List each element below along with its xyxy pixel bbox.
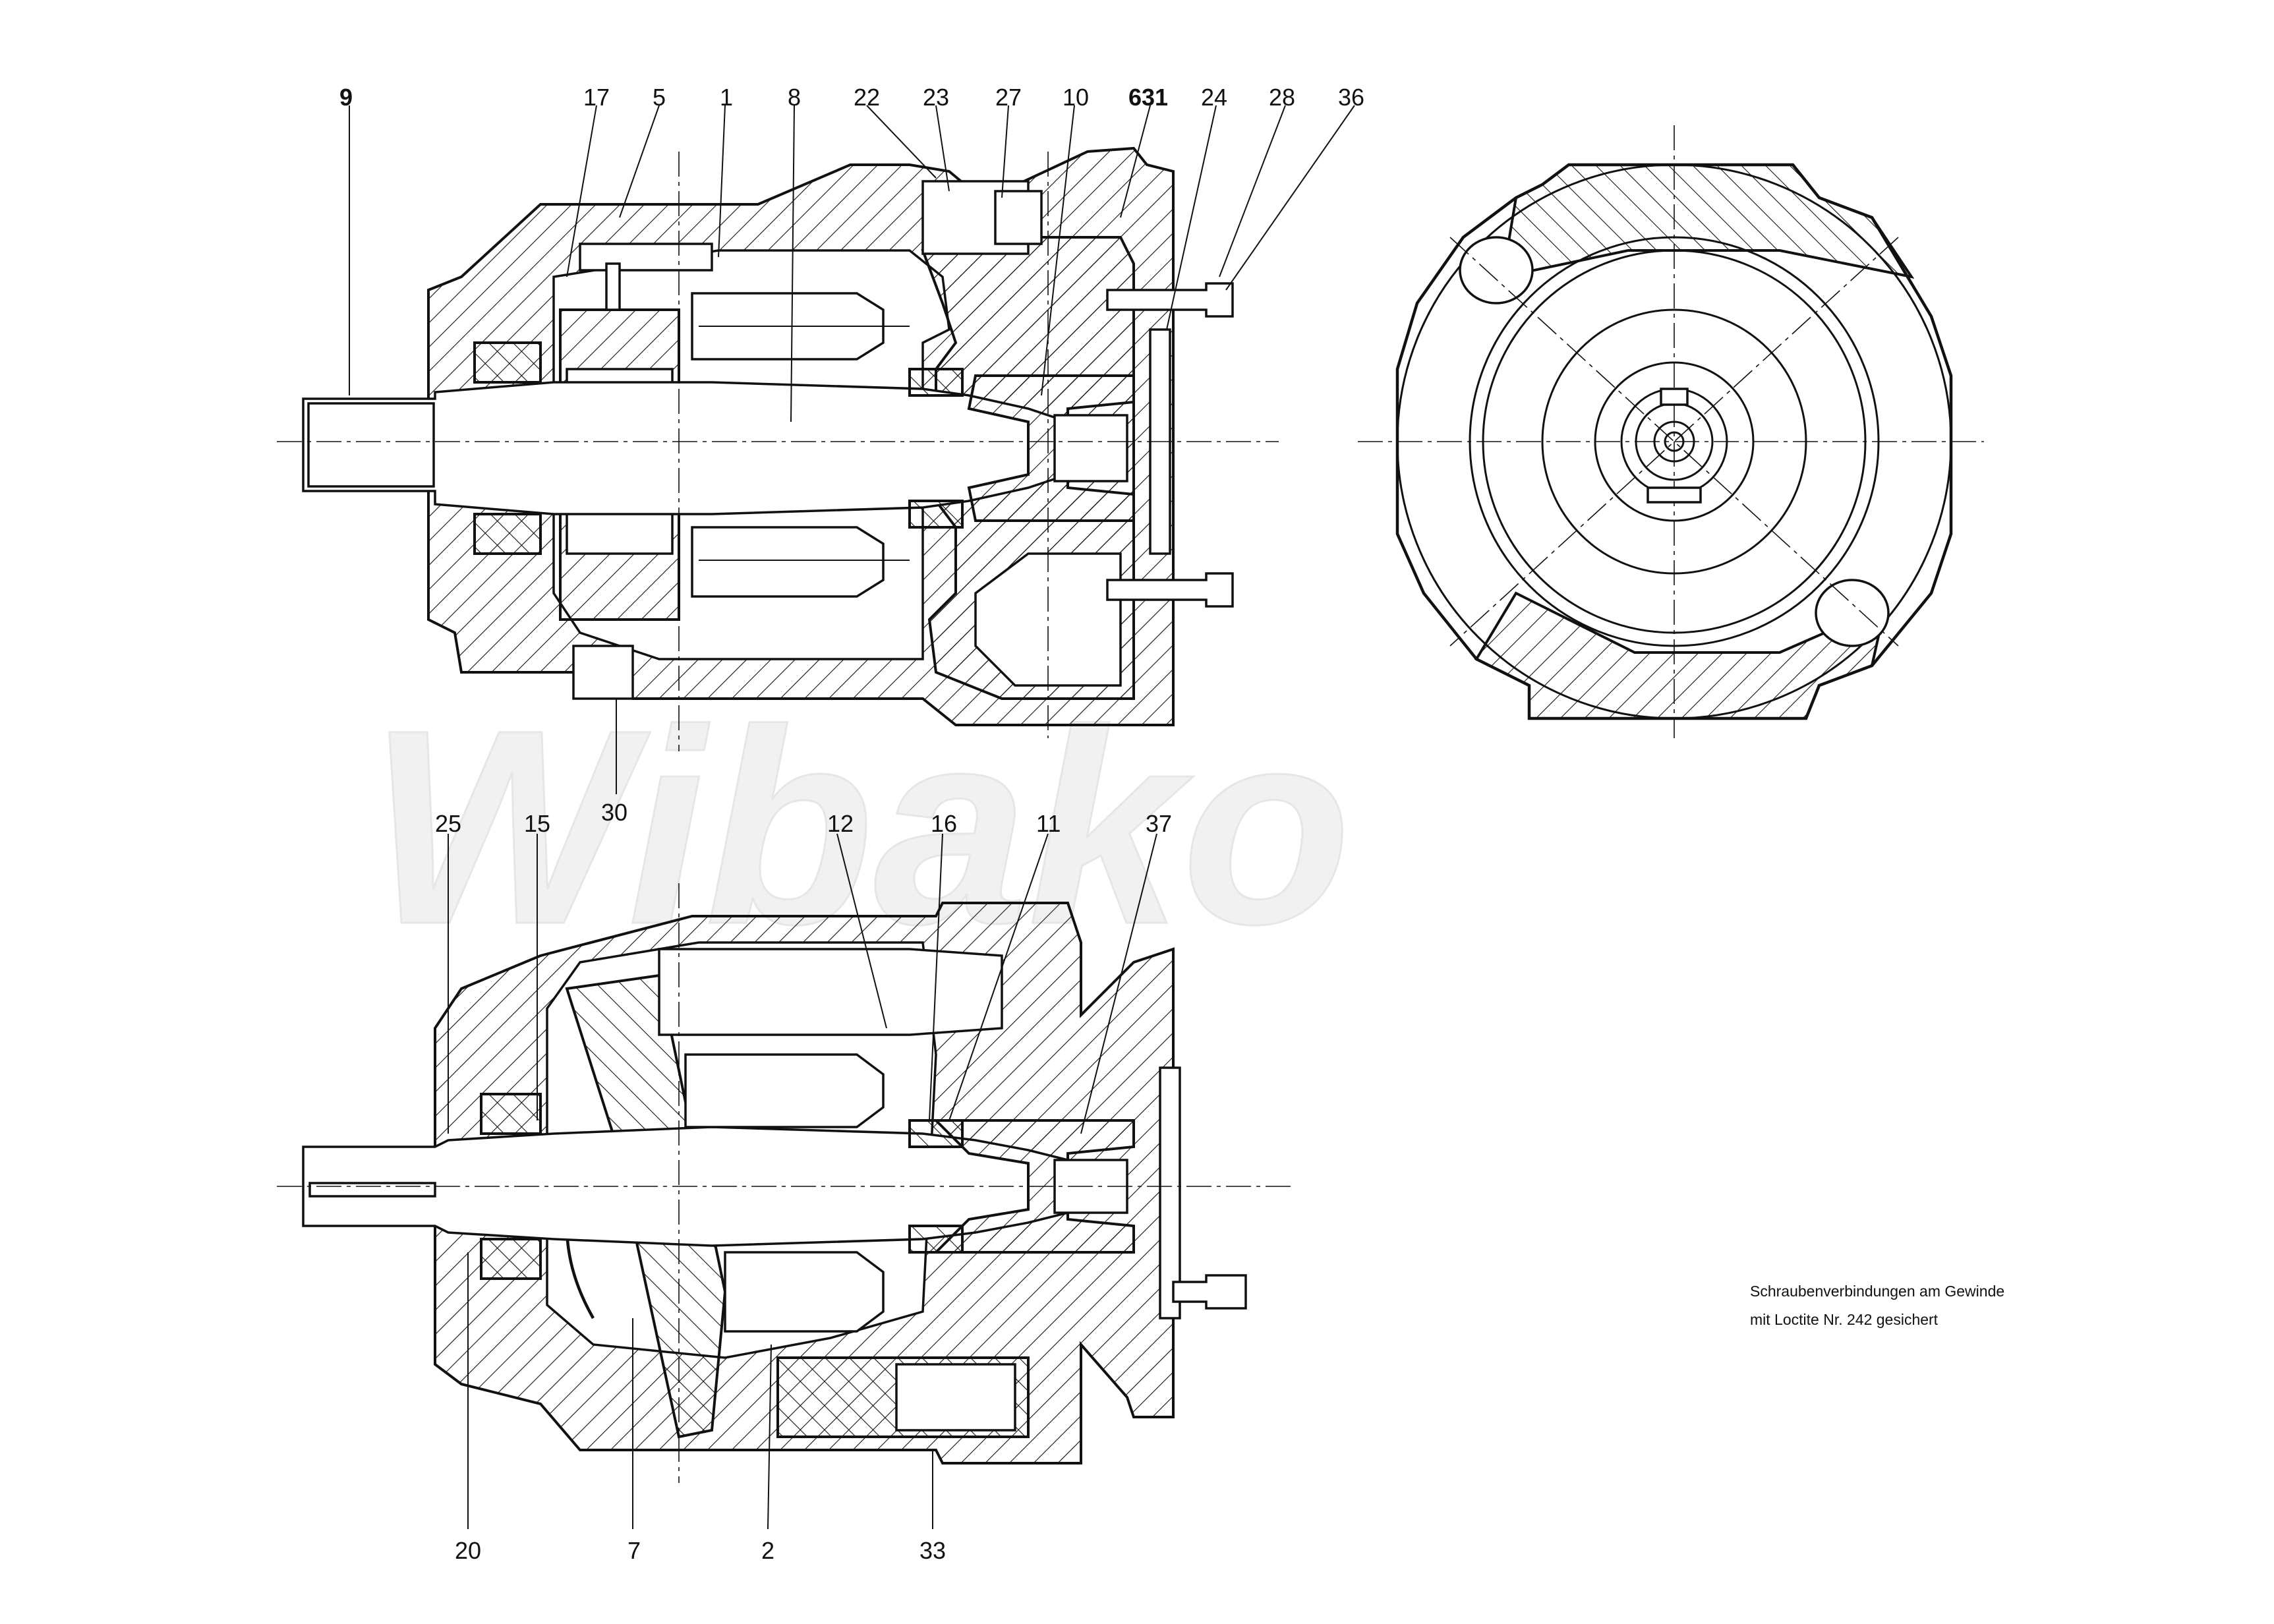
- label-37: 37: [1146, 810, 1172, 837]
- label-9: 9: [339, 84, 353, 111]
- label-17: 17: [583, 84, 610, 111]
- label-27: 27: [995, 84, 1022, 111]
- label-7: 7: [627, 1537, 641, 1564]
- label-11: 11: [1036, 810, 1061, 837]
- note-line-2: mit Loctite Nr. 242 gesichert: [1750, 1311, 1939, 1328]
- label-22: 22: [854, 84, 880, 111]
- label-2: 2: [761, 1537, 774, 1564]
- bottom-view-labels: 25 15 12 16 11 37 20 7 2 33: [435, 810, 1172, 1564]
- label-25: 25: [435, 810, 461, 837]
- top-section-view: [277, 105, 1355, 794]
- label-36: 36: [1338, 84, 1364, 111]
- end-view: [1358, 125, 1984, 738]
- label-20: 20: [455, 1537, 481, 1564]
- label-8: 8: [788, 84, 801, 111]
- label-24: 24: [1201, 84, 1227, 111]
- top-view-labels: 9 17 5 1 8 22 23 27 10 631 24 28 36 30: [339, 84, 1364, 826]
- note-line-1: Schraubenverbindungen am Gewinde: [1750, 1283, 2004, 1300]
- label-1: 1: [720, 84, 733, 111]
- label-5: 5: [653, 84, 666, 111]
- watermark-text: Wibako: [369, 673, 1351, 982]
- label-631: 631: [1128, 84, 1168, 111]
- label-10: 10: [1063, 84, 1089, 111]
- label-16: 16: [931, 810, 957, 837]
- label-30: 30: [601, 799, 627, 826]
- label-15: 15: [524, 810, 550, 837]
- bottom-section-view: [277, 833, 1292, 1530]
- loctite-note: Schraubenverbindungen am Gewinde mit Loc…: [1750, 1283, 2004, 1328]
- label-23: 23: [923, 84, 949, 111]
- label-12: 12: [827, 810, 854, 837]
- label-28: 28: [1269, 84, 1295, 111]
- label-33: 33: [919, 1537, 946, 1564]
